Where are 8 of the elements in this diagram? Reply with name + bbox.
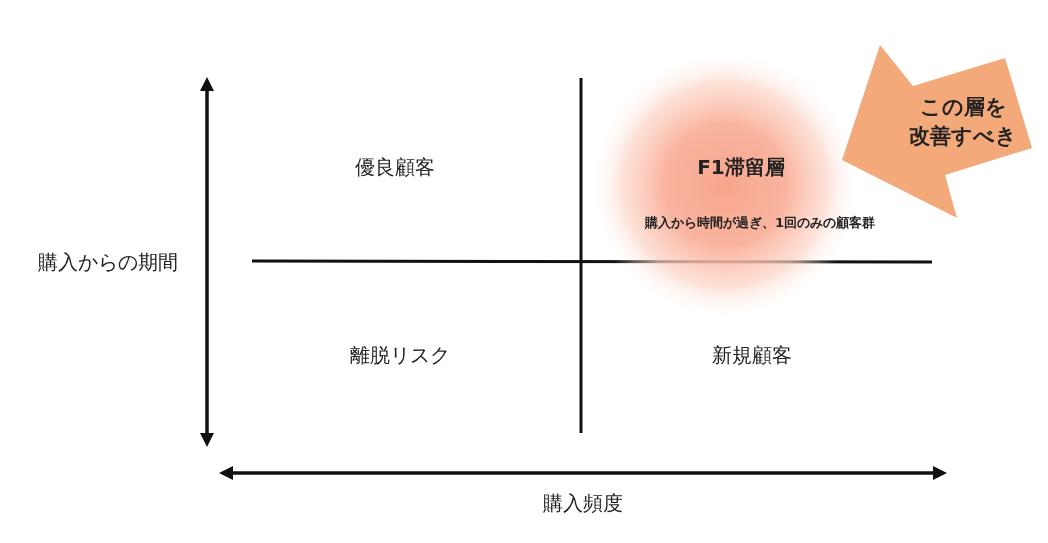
segment-title: F1滞留層 (697, 153, 785, 181)
axis-label: 購入からの期間 (38, 248, 178, 276)
description-text: 購入から時間が過ぎ、1回のみの顧客群 (645, 214, 875, 232)
axis-label: 購入頻度 (543, 489, 623, 517)
quadrant-label: 離脱リスク (350, 341, 450, 369)
quadrant-label: 新規顧客 (712, 341, 792, 369)
quadrant-label: 優良顧客 (355, 153, 435, 181)
callout-text: この層を改善すべき (909, 93, 1017, 150)
